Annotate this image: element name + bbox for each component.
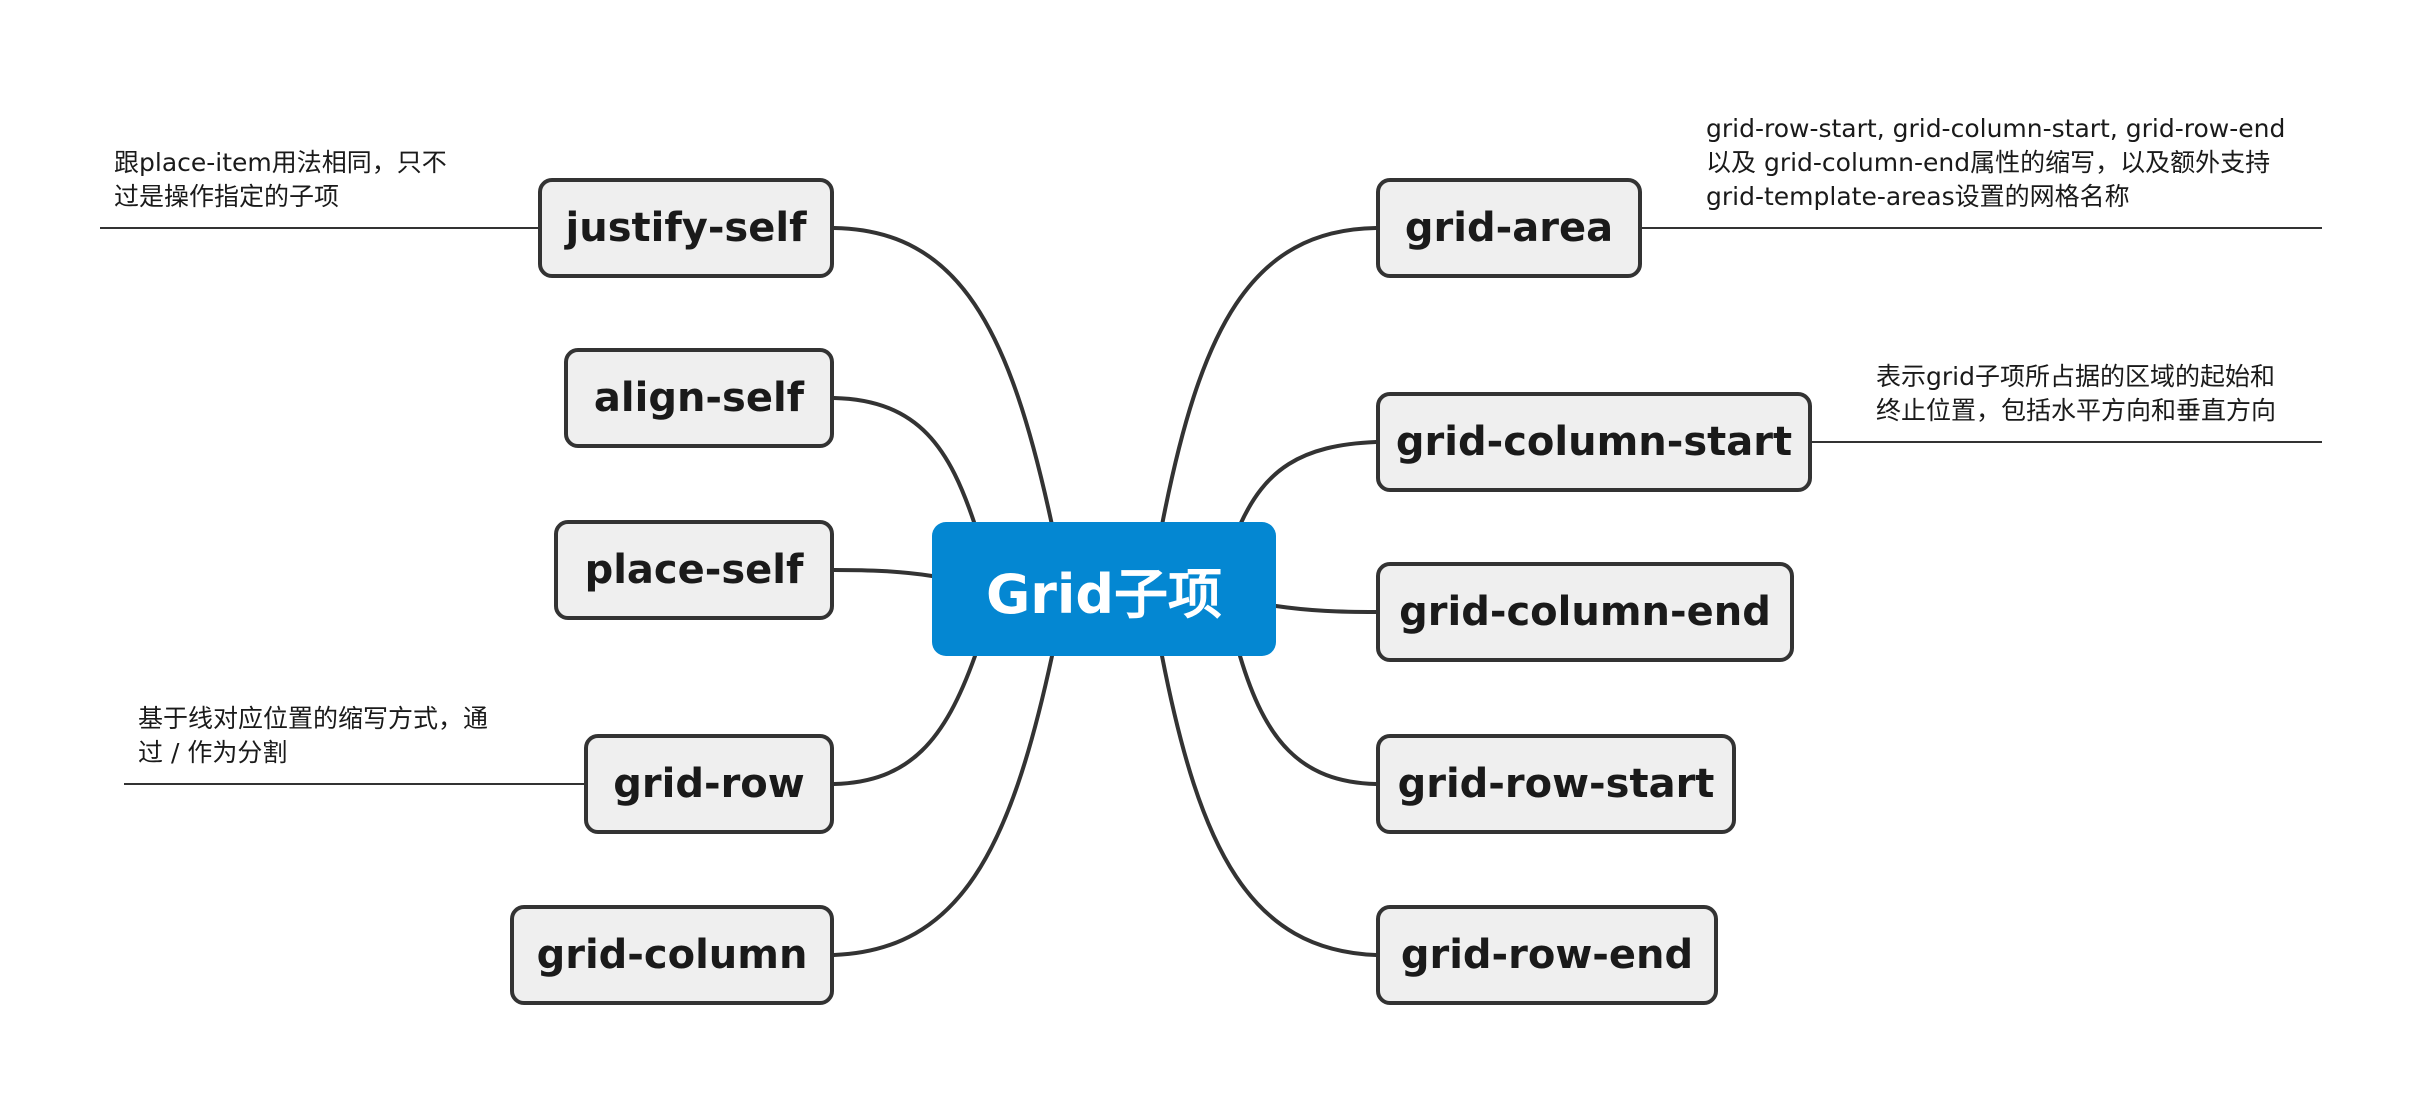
node-grid-row[interactable]: grid-row [584, 734, 834, 834]
note-justify-self: 跟place-item用法相同，只不 过是操作指定的子项 [114, 146, 447, 214]
edge-place-self [832, 568, 934, 578]
edge-grid-row-start [1238, 654, 1378, 786]
edge-grid-row-end [1160, 654, 1378, 957]
note-line-text: 表示grid子项所占据的区域的起始和 [1876, 362, 2275, 391]
edge-grid-column [832, 654, 1054, 957]
edge-align-self [832, 396, 977, 527]
note-line-text: 终止位置，包括水平方向和垂直方向 [1876, 396, 2277, 425]
note-line-text: 过 / 作为分割 [138, 738, 288, 767]
node-place-self[interactable]: place-self [554, 520, 834, 620]
edge-grid-area [1160, 226, 1378, 527]
edge-grid-column-end [1274, 604, 1378, 614]
node-align-self[interactable]: align-self [564, 348, 834, 448]
node-justify-self[interactable]: justify-self [538, 178, 834, 278]
note-grid-column-start: 表示grid子项所占据的区域的起始和 终止位置，包括水平方向和垂直方向 [1876, 360, 2276, 428]
root-node[interactable]: Grid子项 [932, 522, 1276, 656]
edge-grid-column-start [1238, 440, 1378, 527]
note-line-text: 基于线对应位置的缩写方式，通 [138, 704, 489, 733]
node-grid-row-end[interactable]: grid-row-end [1376, 905, 1718, 1005]
node-grid-column[interactable]: grid-column [510, 905, 834, 1005]
note-grid-row: 基于线对应位置的缩写方式，通 过 / 作为分割 [138, 702, 488, 770]
edge-justify-self [832, 226, 1054, 527]
note-line-text: grid-row-start, grid-column-start, grid-… [1706, 114, 2286, 143]
note-line-text: 以及 grid-column-end属性的缩写，以及额外支持 [1706, 148, 2271, 177]
note-line-text: grid-template-areas设置的网格名称 [1706, 182, 2130, 211]
node-grid-row-start[interactable]: grid-row-start [1376, 734, 1736, 834]
note-line-text: 过是操作指定的子项 [114, 182, 340, 211]
note-grid-area: grid-row-start, grid-column-start, grid-… [1706, 112, 2285, 214]
note-line-text: 跟place-item用法相同，只不 [114, 148, 447, 177]
node-grid-column-end[interactable]: grid-column-end [1376, 562, 1794, 662]
node-grid-area[interactable]: grid-area [1376, 178, 1642, 278]
edge-grid-row [832, 654, 977, 786]
node-grid-column-start[interactable]: grid-column-start [1376, 392, 1812, 492]
